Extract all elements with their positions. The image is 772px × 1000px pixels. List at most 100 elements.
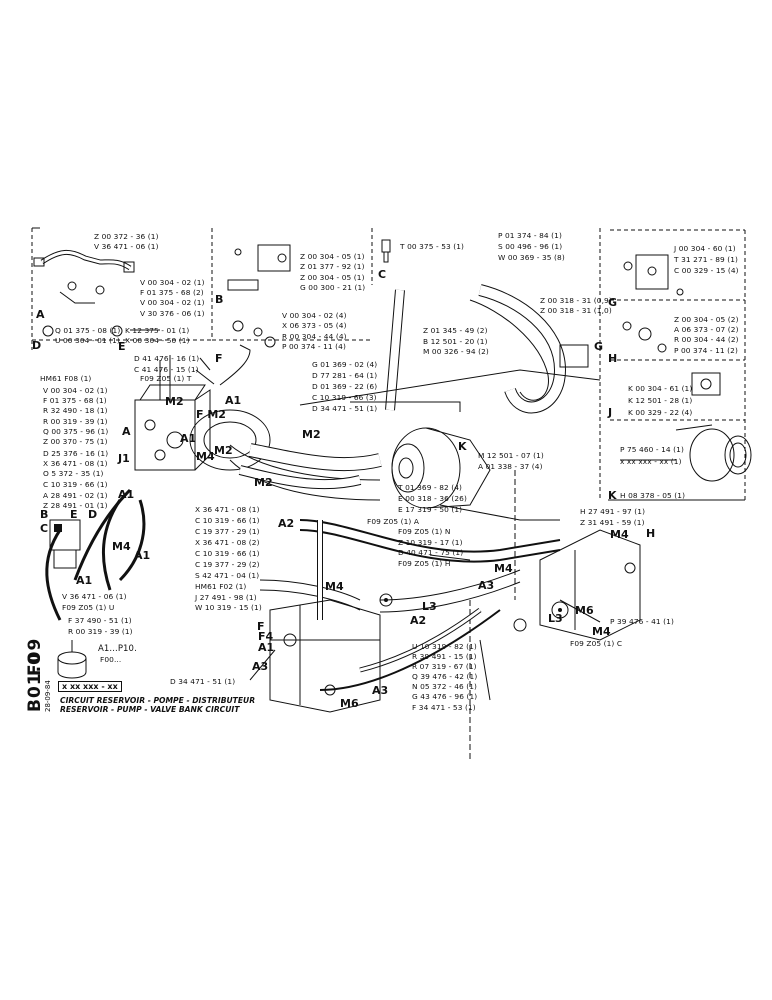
section-F: F	[215, 352, 223, 365]
part-label: X 36 471 - 08 (2)	[195, 538, 260, 547]
part-label: R 00 304 - 44 (2)	[674, 335, 739, 344]
section-C: C	[378, 268, 387, 281]
part-label: F09 Z05 (1) N	[398, 527, 451, 536]
callout: A3	[252, 660, 269, 673]
legend-symbol: A1...P10.	[98, 644, 137, 654]
section-D: D	[32, 339, 42, 352]
part-label: R 00 319 - 39 (1)	[43, 417, 108, 426]
caption-french: CIRCUIT RESERVOIR - POMPE - DISTRIBUTEUR	[60, 696, 256, 705]
part-label: E 17 319 - 50 (1)	[398, 505, 463, 514]
part-label: H 27 491 - 97 (1)	[580, 507, 646, 516]
callout: A1	[180, 432, 197, 445]
callout: L3	[422, 600, 437, 613]
part-label: C 10 319 - 66 (1)	[195, 516, 260, 525]
callout: E	[70, 508, 78, 521]
callout: F M2	[196, 408, 226, 421]
sheet-code-2: B01.0	[25, 652, 45, 712]
callout: A3	[372, 684, 389, 697]
part-label: C 00 329 - 15 (4)	[674, 266, 739, 275]
part-label: T 31 271 - 89 (1)	[674, 255, 739, 264]
part-label: F09 Z05 (1) H	[398, 559, 451, 568]
callout: C	[40, 522, 49, 535]
callout: A1	[225, 394, 242, 407]
callout: M2	[165, 395, 184, 408]
part-label: G 01 369 - 02 (4)	[312, 360, 378, 369]
callout: M4	[610, 528, 629, 541]
part-label: HM61 F08 (1)	[40, 374, 92, 383]
part-label: X 36 471 - 08 (1)	[195, 505, 260, 514]
part-label: H 08 378 - 05 (1)	[620, 491, 686, 500]
callout: F	[257, 620, 265, 633]
callout: M6	[340, 697, 359, 710]
part-label: V 00 304 - 02 (1)	[140, 298, 205, 307]
callout: M4	[592, 625, 611, 638]
callout: A1	[118, 488, 135, 501]
part-label: V 00 304 - 02 (1)	[43, 386, 108, 395]
part-label: N 05 372 - 46 (1)	[412, 682, 478, 691]
section-G: G	[608, 296, 618, 309]
part-label: P 75 460 - 14 (1)	[620, 445, 684, 454]
callout: A	[122, 425, 131, 438]
callout: M2	[214, 444, 233, 457]
part-label: D 77 281 - 64 (1)	[312, 371, 378, 380]
part-label: K 12 501 - 28 (1)	[628, 396, 693, 405]
part-label: C 41 476 - 15 (1)	[134, 365, 199, 374]
part-label: C 10 319 - 66 (1)	[43, 480, 108, 489]
callout: F4	[258, 630, 274, 643]
part-label: P 00 374 - 11 (2)	[674, 346, 738, 355]
part-label: F 01 375 - 68 (2)	[140, 288, 204, 297]
part-label: Z 00 318 - 31 (1,0)	[540, 306, 612, 315]
part-label: A 28 491 - 02 (1)	[43, 491, 108, 500]
part-label: D 34 471 - 51 (1)	[312, 404, 378, 413]
part-label: V 00 304 - 02 (1)	[140, 278, 205, 287]
callout: A3	[478, 579, 495, 592]
part-label: T 01 369 - 82 (4)	[398, 483, 463, 492]
section-A: A	[36, 308, 45, 321]
callout: K	[458, 440, 467, 453]
callout: M4	[112, 540, 131, 553]
callout: B	[40, 508, 49, 521]
part-label: Z 01 377 - 92 (1)	[300, 262, 365, 271]
part-label: K 00 329 - 22 (4)	[628, 408, 693, 417]
part-label: P 39 476 - 41 (1)	[610, 617, 674, 626]
part-label: M 00 326 - 94 (2)	[423, 347, 489, 356]
part-label: X 00 304 - 50 (1)	[125, 336, 190, 345]
part-label: A 01 338 - 37 (4)	[478, 462, 543, 471]
part-label: V 36 471 - 06 (1)	[94, 242, 159, 251]
part-label: Z 10 319 - 17 (1)	[398, 538, 463, 547]
part-label: P 01 374 - 84 (1)	[498, 231, 562, 240]
part-label: C 10 319 - 66 (1)	[195, 549, 260, 558]
legend-sub: F00...	[100, 655, 122, 664]
part-label: F 37 490 - 51 (1)	[68, 616, 132, 625]
part-label: G 43 476 - 96 (1)	[412, 692, 478, 701]
part-label: E 00 318 - 36 (26)	[398, 494, 467, 503]
part-label: C 19 377 - 29 (2)	[195, 560, 260, 569]
part-label: C 19 377 - 29 (1)	[195, 527, 260, 536]
sheet-date: 28-09-84	[44, 680, 52, 712]
part-label: X 06 373 - 05 (4)	[282, 321, 347, 330]
section-E: E	[118, 340, 126, 353]
part-label: F09 Z05 (1) U	[62, 603, 115, 612]
callout: H	[646, 527, 656, 540]
part-label: Q 01 375 - 08 (1)	[55, 326, 121, 335]
part-label: M 12 501 - 07 (1)	[478, 451, 544, 460]
callout: A1	[258, 641, 275, 654]
callout: D	[88, 508, 98, 521]
part-label: J 27 491 - 98 (1)	[195, 593, 257, 602]
part-label: Z 00 304 - 05 (1)	[300, 273, 365, 282]
part-label: x xx xxx - xx (1)	[620, 457, 682, 466]
part-label: O 5 372 - 35 (1)	[43, 469, 104, 478]
part-label: D 41 476 - 16 (1)	[134, 354, 200, 363]
part-number-box: x xx xxx - xx	[58, 681, 122, 692]
part-label: R 39 491 - 15 (1)	[412, 652, 477, 661]
callout: M4	[196, 450, 215, 463]
part-label: R 32 490 - 18 (1)	[43, 406, 108, 415]
callout: L3	[548, 612, 563, 625]
callout: A2	[278, 517, 295, 530]
part-label: T 00 375 - 53 (1)	[400, 242, 465, 251]
part-label: D 25 376 - 16 (1)	[43, 449, 109, 458]
part-label: W 10 319 - 15 (1)	[195, 603, 262, 612]
part-label: Z 00 370 - 75 (1)	[43, 437, 108, 446]
part-label: Q 00 375 - 96 (1)	[43, 427, 109, 436]
